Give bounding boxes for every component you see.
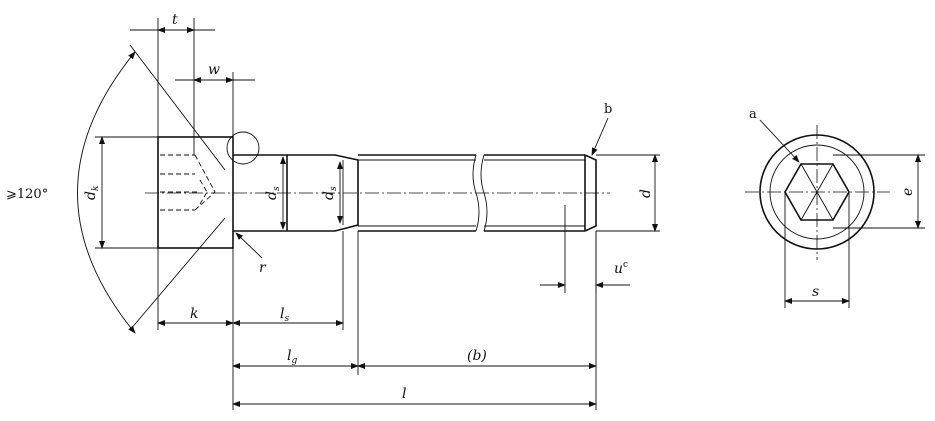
label-e: e: [900, 188, 916, 196]
dk-dimension: [95, 136, 158, 249]
label-r: r: [259, 260, 267, 276]
e-dimension: [833, 154, 925, 229]
label-lg: lg: [287, 348, 297, 366]
d-dimension: [596, 154, 660, 232]
label-t: t: [172, 12, 178, 28]
label-ds-2: ds: [321, 186, 339, 200]
label-ds-1: ds: [264, 186, 282, 200]
label-u: uc: [614, 260, 628, 277]
lg-b-dimension: [232, 231, 597, 410]
label-dk: dk: [83, 186, 101, 200]
label-l: l: [402, 386, 406, 402]
label-b: b: [604, 102, 612, 117]
a-leader: [759, 119, 800, 163]
label-ls: ls: [280, 306, 289, 324]
t-dimension: [130, 18, 215, 155]
socket-hidden-lines: [160, 154, 216, 211]
r-leader: [235, 232, 263, 259]
label-a: a: [749, 107, 757, 122]
label-w: w: [208, 62, 220, 78]
screw-shank: [233, 154, 359, 232]
side-view: t w b ⩾120° dk ds ds d r uc k ls lg (b) …: [6, 12, 660, 410]
label-angle: ⩾120°: [6, 187, 48, 202]
label-s: s: [812, 284, 819, 300]
label-b-paren: (b): [467, 348, 487, 364]
label-d: d: [638, 189, 654, 198]
label-k: k: [190, 306, 198, 322]
end-view: a e s: [745, 107, 925, 308]
s-dimension: [784, 192, 850, 308]
b-leader: [591, 117, 609, 156]
w-dimension: [175, 72, 255, 137]
screw-head: [157, 136, 234, 249]
k-ls-dimension: [157, 231, 344, 410]
head-angle-dimension: [77, 44, 226, 334]
fillet-detail-circle: [226, 131, 260, 165]
